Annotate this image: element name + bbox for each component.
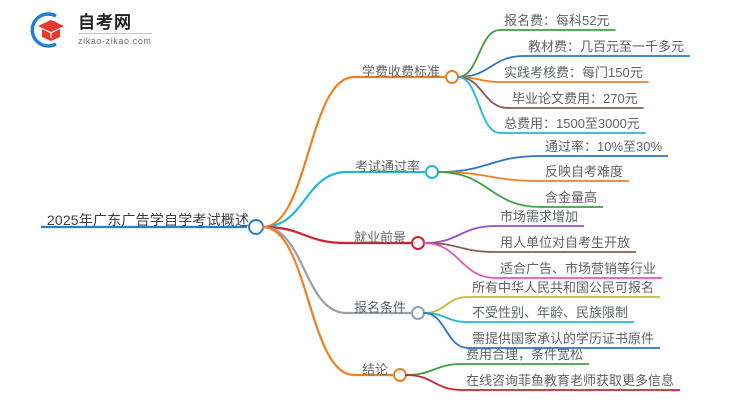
logo-text-block: 自考网 zikao-zikao.com xyxy=(78,14,152,46)
leaf-label-1-1[interactable]: 反映自考难度 xyxy=(545,164,624,179)
branch-label-4[interactable]: 结论 xyxy=(361,362,388,377)
leaf-label-1-0[interactable]: 通过率：10%至30% xyxy=(545,139,663,154)
logo-title: 自考网 xyxy=(78,14,152,34)
leaf-label-0-1[interactable]: 教材费：几百元至一千多元 xyxy=(528,39,685,54)
leaf-label-0-0[interactable]: 报名费：每科52元 xyxy=(504,13,610,28)
leaf-label-0-3[interactable]: 毕业论文费用：270元 xyxy=(512,91,638,106)
branch-label-1[interactable]: 考试通过率 xyxy=(354,159,420,174)
root-node-label[interactable]: 2025年广东广告学自学考试概述 xyxy=(46,212,250,228)
leaf-label-4-0[interactable]: 费用合理，条件宽松 xyxy=(466,347,584,362)
site-logo: 自考网 zikao-zikao.com xyxy=(26,8,152,52)
leaf-label-3-0[interactable]: 所有中华人民共和国公民可报名 xyxy=(472,280,655,295)
leaf-label-2-1[interactable]: 用人单位对自考生开放 xyxy=(500,235,631,250)
leaf-label-2-0[interactable]: 市场需求增加 xyxy=(500,209,579,224)
leaf-label-3-1[interactable]: 不受性别、年龄、民族限制 xyxy=(472,305,629,320)
leaf-label-1-2[interactable]: 含金量高 xyxy=(545,190,598,205)
graduation-cap-logo-icon xyxy=(26,10,72,50)
logo-domain: zikao-zikao.com xyxy=(78,36,152,46)
leaf-label-0-4[interactable]: 总费用：1500至3000元 xyxy=(504,116,640,131)
leaf-label-2-2[interactable]: 适合广告、市场营销等行业 xyxy=(500,261,657,276)
leaf-label-4-1[interactable]: 在线咨询菲鱼教育老师获取更多信息 xyxy=(466,373,675,388)
leaf-label-3-2[interactable]: 需提供国家承认的学历证书原件 xyxy=(472,331,655,346)
branch-label-0[interactable]: 学费收费标准 xyxy=(361,64,440,79)
branch-label-3[interactable]: 报名条件 xyxy=(353,300,406,315)
branch-label-2[interactable]: 就业前景 xyxy=(353,230,406,245)
leaf-label-0-2[interactable]: 实践考核费：每门150元 xyxy=(504,65,643,80)
